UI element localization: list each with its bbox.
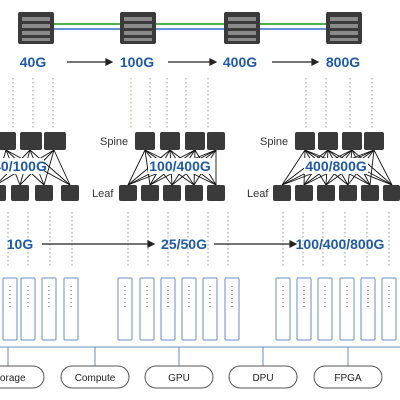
workload-pill-compute: Compute [60,365,130,389]
cluster-1-fabric-speed: 40/100G [0,158,47,174]
cluster-3-leaf-switches [273,185,400,201]
rack-dots [9,286,390,310]
cluster-2: 100/400G Spine Leaf [92,132,225,201]
server-speed-25-50g: 25/50G [161,236,207,252]
cluster-2-leaf-label: Leaf [92,188,114,200]
cluster-1: 40/100G [0,132,79,201]
cluster-3-leaf-label: Leaf [247,188,269,200]
workload-pill-storage: Storage [0,365,45,389]
rack-group-3 [275,277,397,341]
cluster-2-speed-bg [148,158,212,174]
server-speed-10g: 10G [7,236,34,252]
workload-label-gpu: GPU [168,373,190,384]
top-speed-100g: 100G [120,54,154,70]
cluster-2-spine-label: Spine [100,136,128,148]
core-switch-2 [120,12,156,44]
core-backbone [36,23,344,30]
workload-pill-dpu: DPU [228,365,298,389]
core-switch-1 [18,12,54,44]
server-racks [2,277,397,341]
cluster-1-leaf-switches [0,185,79,201]
cluster-3-spine-switches [295,132,384,150]
workload-label-dpu: DPU [252,373,273,384]
core-switch-3 [224,12,260,44]
top-speed-40g: 40G [20,54,47,70]
workload-pill-fpga: FPGA [313,365,383,389]
top-speed-800g: 800G [326,54,360,70]
top-speed-400g: 400G [223,54,257,70]
cluster-3: 400/800G Spine Leaf [247,132,400,201]
cluster-3-spine-label: Spine [260,136,288,148]
cluster-2-leaf-switches [119,185,225,201]
workload-pill-gpu: GPU [144,365,214,389]
core-switch-4 [326,12,362,44]
dotted-guides [7,78,390,268]
workload-bracket [0,346,400,366]
cluster-3-fabric-speed: 400/800G [305,158,367,174]
cluster-1-spine-switches [0,132,66,150]
server-speed-100-400-800g: 100/400/800G [296,236,385,252]
workload-label-storage: Storage [0,373,26,384]
rack-group-1 [2,277,79,341]
workload-label-fpga: FPGA [334,373,362,384]
cluster-2-spine-switches [135,132,225,150]
cluster-1-speed-bg [0,158,44,174]
workload-label-compute: Compute [75,373,116,384]
rack-group-2 [117,277,240,341]
cluster-2-fabric-speed: 100/400G [149,158,211,174]
cluster-3-speed-bg [304,158,368,174]
top-arrows [67,58,320,66]
server-speed-arrows [42,240,298,248]
